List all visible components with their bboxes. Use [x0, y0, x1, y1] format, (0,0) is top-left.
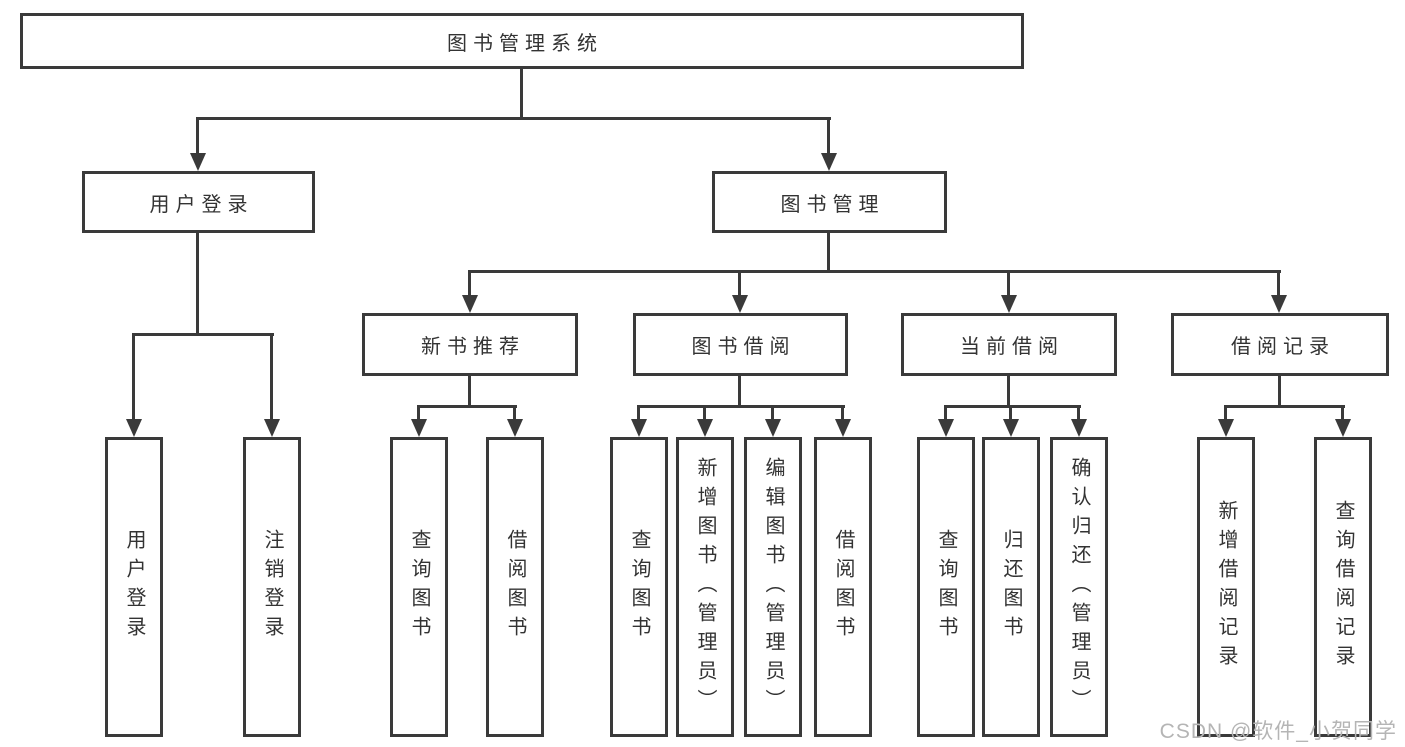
arrow-down-icon	[697, 419, 713, 437]
connector-line	[1224, 405, 1227, 421]
leaf-query-borrow-record-label: 查询借阅记录	[1332, 500, 1354, 674]
node-root: 图书管理系统	[20, 13, 1024, 69]
node-user-login-label: 用户登录	[149, 193, 254, 216]
leaf-query-books-recommend: 查询图书	[390, 437, 448, 737]
connector-line	[196, 233, 199, 336]
node-book-borrowing-label: 图书借阅	[691, 336, 796, 358]
connector-line	[944, 405, 1081, 408]
leaf-add-borrow-record: 新增借阅记录	[1197, 437, 1255, 737]
arrow-down-icon	[1001, 295, 1017, 313]
node-new-book-recommend: 新书推荐	[362, 313, 578, 376]
arrow-down-icon	[1003, 419, 1019, 437]
connector-line	[468, 270, 471, 297]
connector-line	[468, 376, 471, 407]
arrow-down-icon	[631, 419, 647, 437]
connector-line	[1009, 405, 1012, 421]
arrow-down-icon	[1335, 419, 1351, 437]
leaf-return-books-label: 归还图书	[1000, 529, 1022, 645]
connector-line	[196, 117, 199, 155]
arrow-down-icon	[1071, 419, 1087, 437]
leaf-query-books-current-label: 查询图书	[935, 529, 957, 645]
leaf-query-books-borrowing-label: 查询图书	[628, 529, 650, 645]
leaf-user-login-label: 用户登录	[123, 529, 145, 645]
connector-line	[827, 117, 830, 155]
arrow-down-icon	[462, 295, 478, 313]
connector-line	[637, 405, 640, 421]
connector-line	[841, 405, 844, 421]
node-current-borrowing: 当前借阅	[901, 313, 1117, 376]
node-new-book-recommend-label: 新书推荐	[421, 336, 525, 358]
node-current-borrowing-label: 当前借阅	[960, 336, 1064, 358]
leaf-query-borrow-record: 查询借阅记录	[1314, 437, 1372, 737]
connector-line	[1224, 405, 1345, 408]
watermark-text: CSDN @软件_小贺同学	[1159, 720, 1397, 743]
connector-line	[637, 405, 845, 408]
leaf-edit-book-admin: 编辑图书（管理员）	[744, 437, 802, 737]
leaf-confirm-return-admin: 确认归还（管理员）	[1050, 437, 1108, 737]
connector-line	[1277, 270, 1280, 297]
leaf-edit-book-admin-label: 编辑图书（管理员）	[762, 456, 784, 718]
connector-line	[417, 405, 517, 408]
node-root-label: 图书管理系统	[447, 32, 603, 55]
leaf-borrow-books-borrowing: 借阅图书	[814, 437, 872, 737]
arrow-down-icon	[765, 419, 781, 437]
arrow-down-icon	[264, 419, 280, 437]
arrow-down-icon	[1271, 295, 1287, 313]
connector-line	[944, 405, 947, 421]
arrow-down-icon	[507, 419, 523, 437]
leaf-confirm-return-admin-label: 确认归还（管理员）	[1068, 456, 1090, 718]
leaf-borrow-books-recommend-label: 借阅图书	[504, 529, 526, 645]
leaf-user-login: 用户登录	[105, 437, 163, 737]
arrow-down-icon	[126, 419, 142, 437]
connector-line	[1341, 405, 1344, 421]
node-book-management: 图书管理	[712, 171, 947, 233]
connector-line	[703, 405, 706, 421]
node-user-login: 用户登录	[82, 171, 315, 233]
node-book-borrowing: 图书借阅	[633, 313, 848, 376]
connector-line	[132, 333, 135, 421]
arrow-down-icon	[835, 419, 851, 437]
arrow-down-icon	[1218, 419, 1234, 437]
connector-line	[1007, 376, 1010, 407]
leaf-borrow-books-recommend: 借阅图书	[486, 437, 544, 737]
leaf-query-books-current: 查询图书	[917, 437, 975, 737]
connector-line	[468, 270, 1281, 273]
leaf-query-books-borrowing: 查询图书	[610, 437, 668, 737]
connector-line	[270, 333, 273, 421]
leaf-add-book-admin-label: 新增图书（管理员）	[694, 456, 716, 718]
connector-line	[771, 405, 774, 421]
connector-line	[513, 405, 516, 421]
node-book-management-label: 图书管理	[780, 193, 885, 216]
node-borrowing-records: 借阅记录	[1171, 313, 1389, 376]
leaf-return-books: 归还图书	[982, 437, 1040, 737]
connector-line	[827, 233, 830, 272]
connector-line	[1278, 376, 1281, 407]
leaf-add-book-admin: 新增图书（管理员）	[676, 437, 734, 737]
connector-line	[1077, 405, 1080, 421]
connector-line	[132, 333, 274, 336]
leaf-query-books-recommend-label: 查询图书	[408, 529, 430, 645]
connector-line	[738, 376, 741, 407]
arrow-down-icon	[938, 419, 954, 437]
connector-line	[738, 270, 741, 297]
arrow-down-icon	[411, 419, 427, 437]
arrow-down-icon	[821, 153, 837, 171]
connector-line	[520, 69, 523, 119]
leaf-logout-login-label: 注销登录	[261, 529, 283, 645]
leaf-add-borrow-record-label: 新增借阅记录	[1215, 500, 1237, 674]
arrow-down-icon	[732, 295, 748, 313]
connector-line	[417, 405, 420, 421]
connector-line	[196, 117, 831, 120]
connector-line	[1007, 270, 1010, 297]
node-borrowing-records-label: 借阅记录	[1231, 336, 1335, 358]
leaf-borrow-books-borrowing-label: 借阅图书	[832, 529, 854, 645]
arrow-down-icon	[190, 153, 206, 171]
leaf-logout-login: 注销登录	[243, 437, 301, 737]
